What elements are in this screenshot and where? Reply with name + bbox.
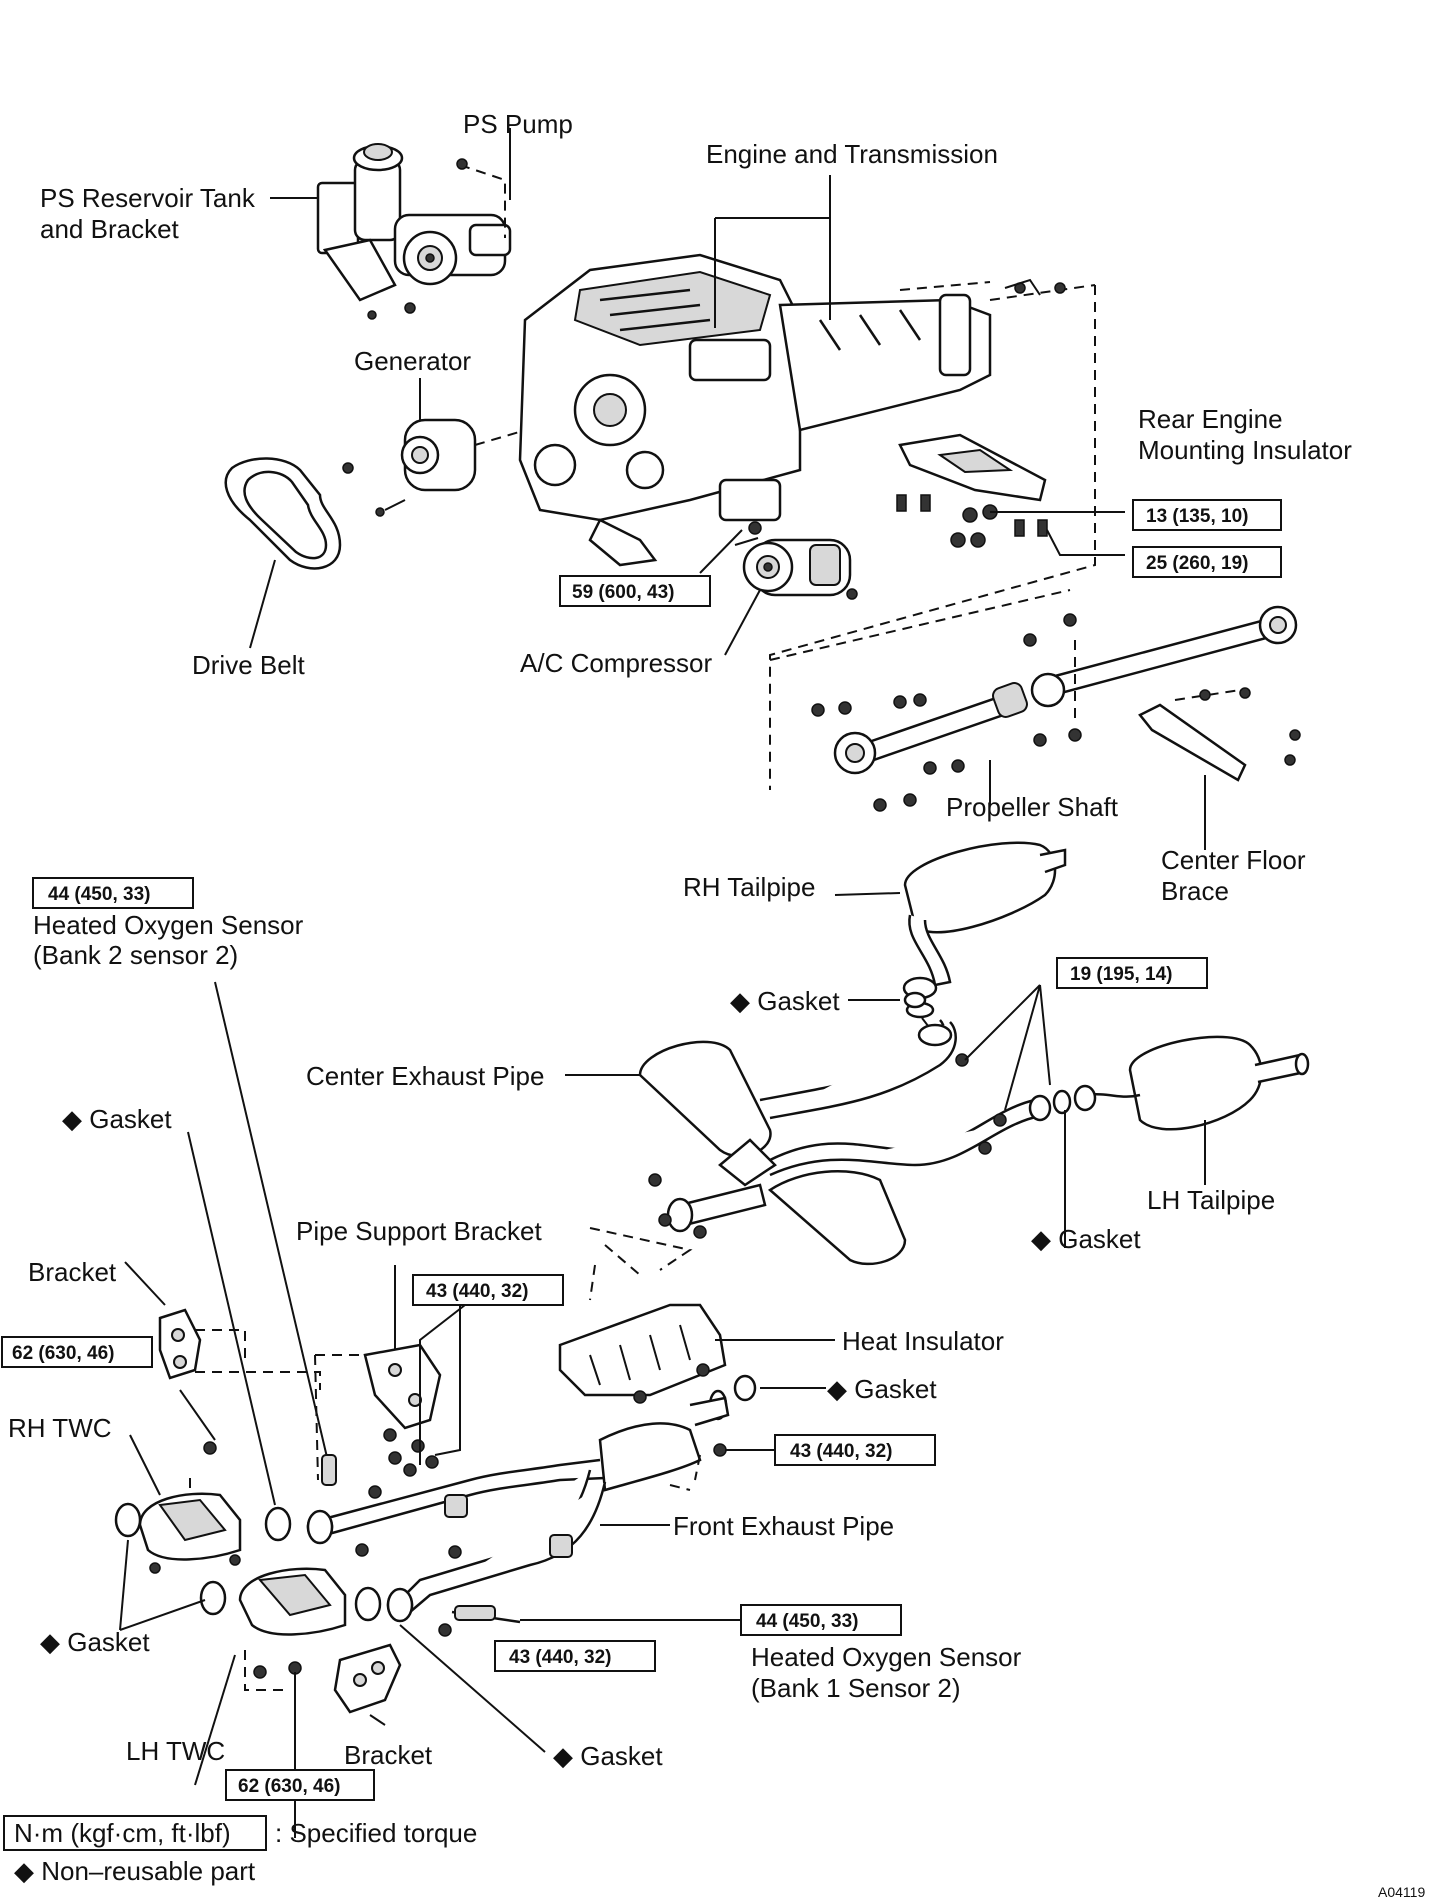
label-bracket-upper: Bracket [28, 1257, 117, 1287]
label-engine-transmission: Engine and Transmission [706, 139, 998, 169]
label-lh-twc: LH TWC [126, 1736, 225, 1766]
label-heat-insulator: Heat Insulator [842, 1326, 1004, 1356]
torque-box-62-bracket: 62 (630, 46) [1, 1336, 153, 1368]
lh-twc-drawing [194, 1567, 414, 1838]
generator-drawing [342, 418, 561, 517]
rear-engine-mounting-insulator-drawing [769, 285, 1125, 790]
engine-transmission-drawing [518, 253, 1096, 567]
figure-code: A04119 [1378, 1884, 1425, 1900]
torque-value: 62 (630, 46) [238, 1776, 340, 1797]
torque-box-19: 19 (195, 14) [1056, 957, 1208, 989]
gasket-leaders [119, 991, 1066, 1753]
torque-box-62-lower: 62 (630, 46) [225, 1769, 375, 1801]
label-gasket-upper-left: ◆ Gasket [62, 1104, 172, 1134]
torque-value: 44 (450, 33) [756, 1611, 858, 1632]
torque-box-59: 59 (600, 43) [559, 575, 711, 607]
torque-box-44-top: 44 (450, 33) [32, 877, 194, 909]
label-front-exhaust-pipe: Front Exhaust Pipe [673, 1511, 894, 1541]
torque-box-43-support: 43 (440, 32) [412, 1274, 564, 1306]
torque-value: 13 (135, 10) [1146, 506, 1248, 527]
torque-value: 59 (600, 43) [572, 582, 674, 603]
lh-tailpipe-drawing [1052, 1035, 1310, 1131]
torque-leaders [699, 529, 1051, 1111]
legend-unit-desc: : Specified torque [275, 1818, 477, 1848]
label-hos-bank1-line2: (Bank 1 Sensor 2) [751, 1673, 961, 1703]
center-floor-brace-drawing [1138, 687, 1301, 782]
label-gasket-lower-left: ◆ Gasket [40, 1627, 150, 1657]
torque-value: 25 (260, 19) [1146, 553, 1248, 574]
label-hos-bank1-line1: Heated Oxygen Sensor [751, 1642, 1022, 1672]
label-ps-reservoir-line2: and Bracket [40, 214, 180, 244]
label-gasket-lower-center: ◆ Gasket [553, 1741, 663, 1771]
legend: N·m (kgf·cm, ft·lbf) : Specified torque … [3, 1815, 477, 1886]
torque-box-43-front: 43 (440, 32) [774, 1434, 936, 1466]
lower-bracket-drawing [333, 1643, 402, 1726]
label-gasket-lh-tailpipe: ◆ Gasket [1031, 1224, 1141, 1254]
label-center-floor-line2: Brace [1161, 876, 1229, 906]
label-gasket-heat-insulator: ◆ Gasket [827, 1374, 937, 1404]
pipe-support-bracket-drawing [314, 1265, 466, 1481]
label-generator: Generator [354, 346, 471, 376]
label-ps-reservoir-line1: PS Reservoir Tank [40, 183, 256, 213]
ac-compressor-drawing [734, 537, 858, 600]
center-exhaust-pipe-drawing [565, 1019, 1052, 1276]
torque-value: 44 (450, 33) [48, 884, 150, 905]
oxygen-sensor-bank1-drawing [451, 1605, 740, 1624]
label-center-exhaust-pipe: Center Exhaust Pipe [306, 1061, 544, 1091]
rh-tailpipe-drawing [834, 841, 1067, 1036]
ps-reservoir-and-pump-drawing [316, 143, 512, 320]
torque-value: 43 (440, 32) [790, 1441, 892, 1462]
legend-nonreusable: ◆ Non–reusable part [14, 1856, 256, 1886]
label-ps-pump: PS Pump [463, 109, 573, 139]
label-hos-bank2-line2: (Bank 2 sensor 2) [33, 940, 238, 970]
label-leaders [249, 128, 1206, 1185]
label-lh-tailpipe: LH Tailpipe [1147, 1185, 1275, 1215]
torque-box-25: 25 (260, 19) [1132, 546, 1282, 578]
legend-unit-box: N·m (kgf·cm, ft·lbf) [14, 1818, 231, 1848]
propeller-shaft-drawing [769, 589, 1298, 812]
label-bracket-lower: Bracket [344, 1740, 433, 1770]
torque-value: 43 (440, 32) [509, 1647, 611, 1668]
heat-insulator-drawing [558, 1264, 835, 1404]
torque-value: 19 (195, 14) [1070, 964, 1172, 985]
label-drive-belt: Drive Belt [192, 650, 305, 680]
rh-twc-drawing [114, 1389, 334, 1574]
label-hos-bank2-line1: Heated Oxygen Sensor [33, 910, 304, 940]
label-rear-engine-line1: Rear Engine [1138, 404, 1283, 434]
label-rh-twc: RH TWC [8, 1413, 112, 1443]
label-center-floor-line1: Center Floor [1161, 845, 1306, 875]
torque-value: 43 (440, 32) [426, 1281, 528, 1302]
torque-box-43-lower: 43 (440, 32) [494, 1640, 656, 1672]
label-propeller-shaft: Propeller Shaft [946, 792, 1119, 822]
oxygen-sensor-bank2-drawing [214, 981, 337, 1486]
upper-bracket-drawing [124, 1261, 321, 1455]
label-rear-engine-line2: Mounting Insulator [1138, 435, 1352, 465]
torque-box-44-bottom: 44 (450, 33) [740, 1604, 902, 1636]
label-pipe-support-bracket: Pipe Support Bracket [296, 1216, 542, 1246]
label-rh-tailpipe: RH Tailpipe [683, 872, 815, 902]
torque-value: 62 (630, 46) [12, 1343, 114, 1364]
label-gasket-rh-tailpipe: ◆ Gasket [730, 986, 840, 1016]
label-ac-compressor: A/C Compressor [520, 648, 712, 678]
drive-belt-drawing [224, 457, 342, 570]
torque-box-13: 13 (135, 10) [1132, 499, 1282, 531]
